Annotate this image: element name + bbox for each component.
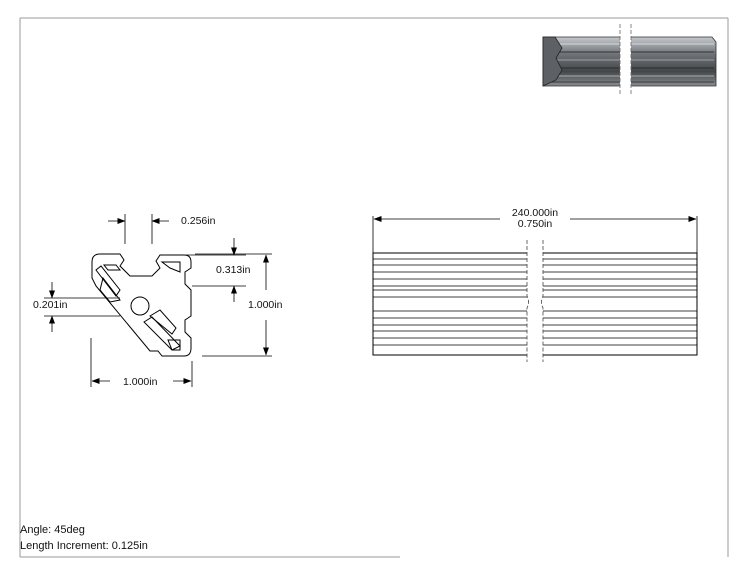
slot-depth-label: 0.313in xyxy=(216,264,251,276)
bore-label: 0.201in xyxy=(33,299,68,311)
length-label: 240.000in xyxy=(512,207,558,219)
dim-bore xyxy=(44,282,120,332)
dim-slot-width xyxy=(108,214,169,244)
side-width-label: 0.750in xyxy=(518,218,553,230)
slot-width-label: 0.256in xyxy=(181,215,216,227)
isometric-preview xyxy=(542,24,717,94)
width-label: 1.000in xyxy=(123,376,158,388)
length-increment-note: Length Increment: 0.125in xyxy=(20,540,148,552)
sheet-frame xyxy=(19,17,729,558)
side-view-break xyxy=(527,238,543,362)
dim-width xyxy=(90,338,193,387)
dim-height xyxy=(195,253,272,357)
cross-section-profile xyxy=(91,253,192,357)
break-lines xyxy=(526,240,544,362)
dim-slot-depth xyxy=(186,238,246,302)
angle-note: Angle: 45deg xyxy=(20,524,85,536)
height-label: 1.000in xyxy=(248,299,283,311)
